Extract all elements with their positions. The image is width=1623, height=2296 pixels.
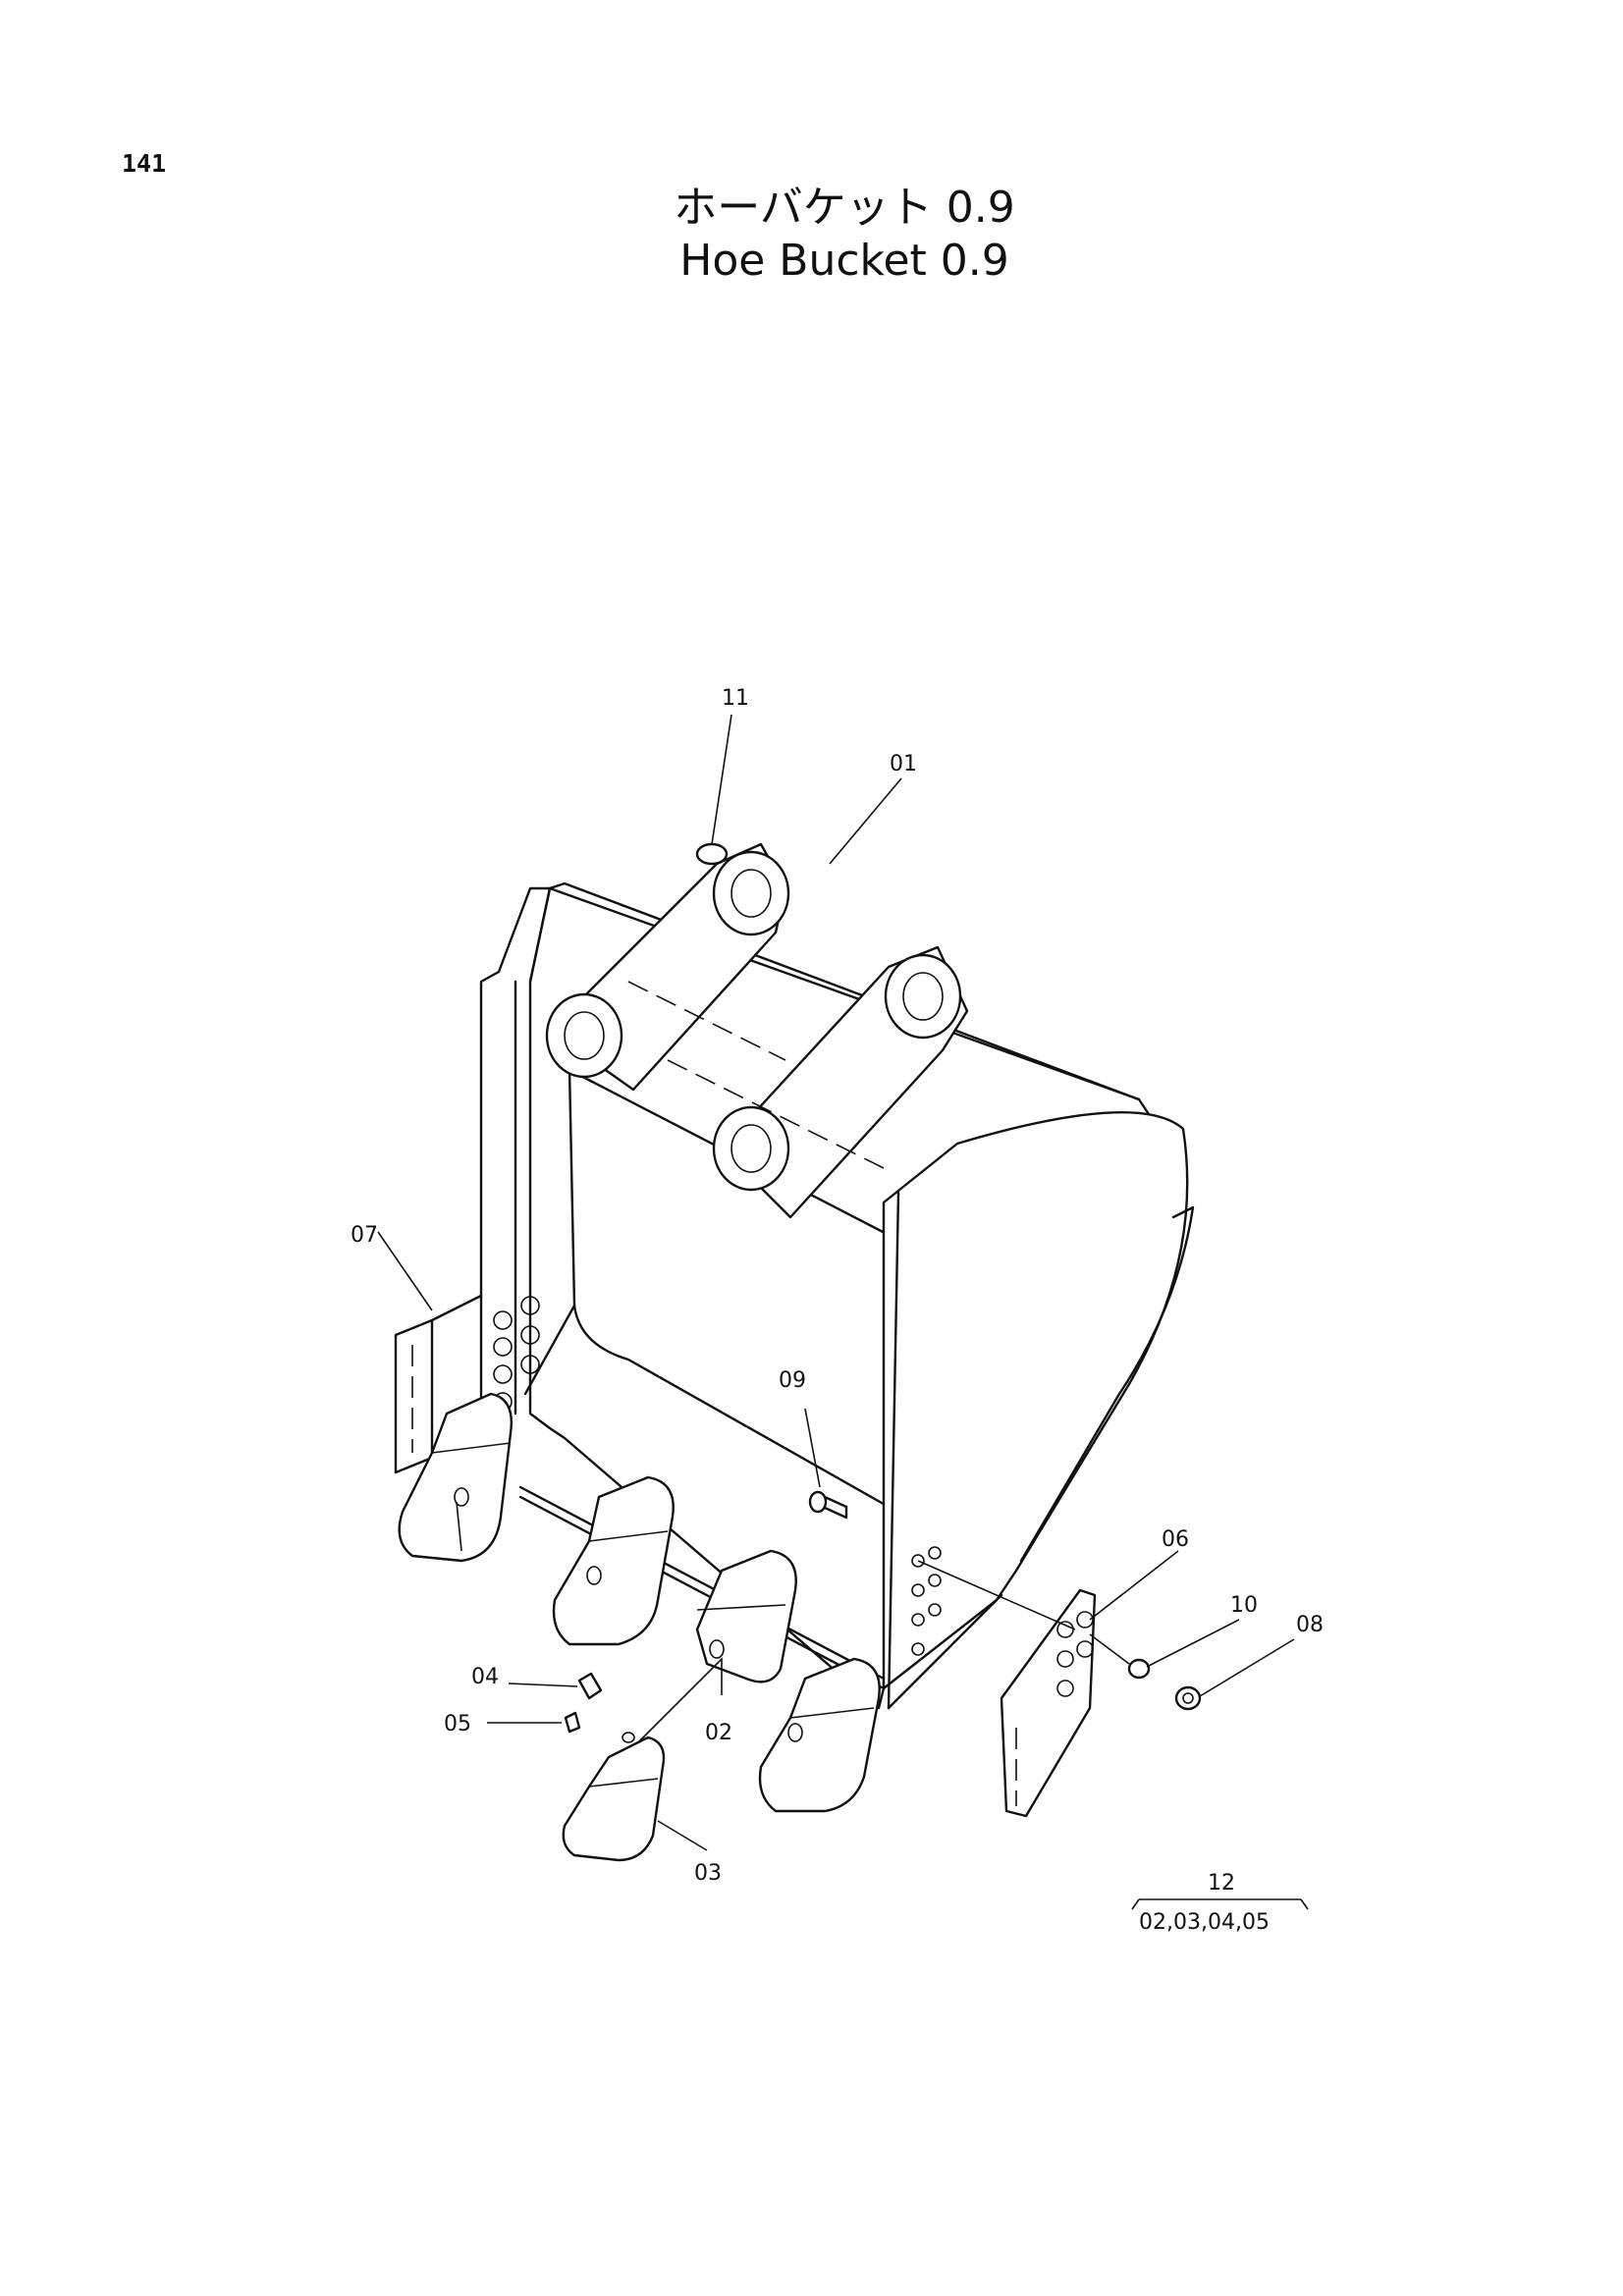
title-english: Hoe Bucket 0.9 — [679, 236, 1009, 286]
callout-06: 06 — [1162, 1527, 1189, 1552]
callout-01: 01 — [890, 752, 917, 776]
callout-12-set: 02,03,04,05 — [1139, 1910, 1270, 1935]
lock-05 — [564, 1711, 581, 1734]
leader-lines — [377, 714, 1309, 1910]
pin-04 — [577, 1672, 603, 1700]
tooth-3 — [695, 1549, 797, 1683]
callout-08: 08 — [1296, 1613, 1324, 1637]
callout-02: 02 — [705, 1721, 732, 1745]
tooth-4 — [758, 1657, 881, 1813]
tooth-2 — [552, 1475, 675, 1646]
link-brackets — [545, 842, 969, 1219]
callout-11: 11 — [722, 686, 749, 711]
side-holes-right — [911, 1546, 942, 1656]
callout-07: 07 — [351, 1223, 378, 1248]
callout-09: 09 — [779, 1368, 806, 1393]
title-japanese: ホーバケット 0.9 — [674, 183, 1015, 233]
page-number: 141 — [122, 149, 167, 178]
callout-10: 10 — [1230, 1593, 1258, 1618]
callout-04: 04 — [471, 1665, 499, 1689]
callout-03: 03 — [694, 1861, 722, 1886]
title-block: ホーバケット 0.9 Hoe Bucket 0.9 — [550, 182, 1139, 288]
bucket-body — [479, 881, 1195, 1710]
callout-05: 05 — [444, 1712, 471, 1736]
tooth-1 — [398, 1392, 513, 1563]
washer-10 — [1127, 1658, 1151, 1680]
bolt-09 — [808, 1490, 848, 1520]
callout-12: 12 — [1208, 1871, 1235, 1896]
nut-08 — [1174, 1685, 1202, 1711]
tooth-point-03 — [562, 1732, 666, 1862]
side-cutter-right — [1000, 1588, 1097, 1818]
